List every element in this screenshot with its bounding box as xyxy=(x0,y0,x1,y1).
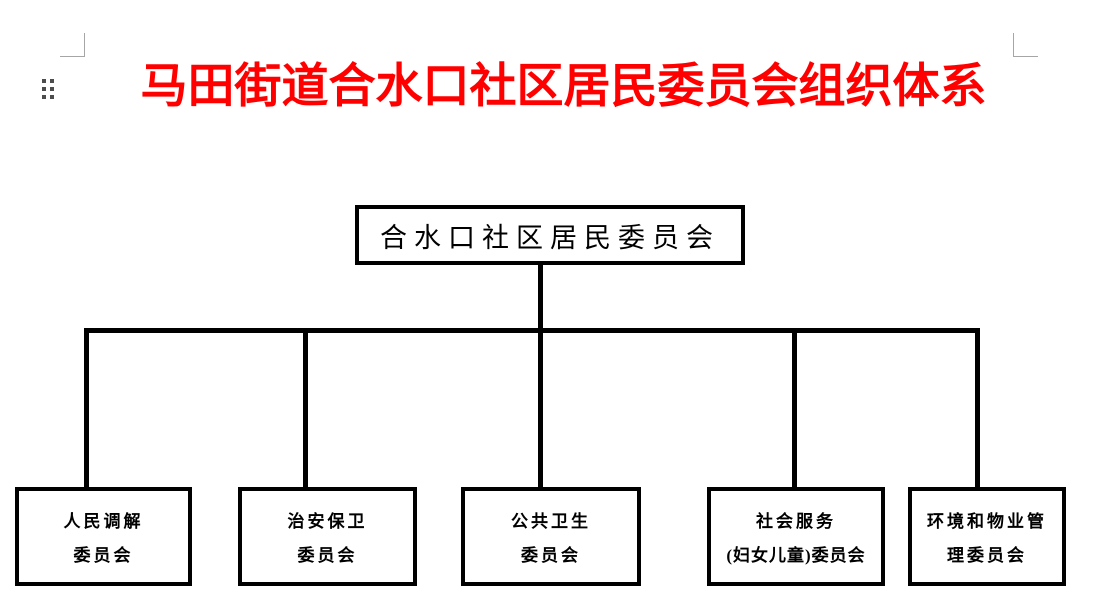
connector-drop-1 xyxy=(84,328,89,490)
connector-horizontal-rail xyxy=(84,328,980,333)
committee-box-social-services[interactable]: 社会服务 (妇女儿童)委员会 xyxy=(707,487,885,586)
text-boundary-corner-left xyxy=(60,33,85,57)
committee-box-environment-property[interactable]: 环境和物业管 理委员会 xyxy=(908,487,1066,586)
connector-root-stem xyxy=(538,265,543,491)
handle-dot xyxy=(50,79,54,83)
committee-label-line1: 环境和物业管 xyxy=(927,511,1047,531)
connector-drop-4 xyxy=(792,328,797,490)
handle-dot xyxy=(42,79,46,83)
committee-label-line2: 委员会 xyxy=(297,546,358,566)
committee-label-line1: 治安保卫 xyxy=(287,511,368,531)
text-boundary-corner-right xyxy=(1013,33,1038,57)
handle-dot xyxy=(42,95,46,99)
root-node-label: 合水口社区居民委员会 xyxy=(380,222,720,253)
committee-label-line2: 理委员会 xyxy=(947,546,1027,566)
page-title[interactable]: 马田街道合水口社区居民委员会组织体系 xyxy=(140,61,987,113)
handle-dot xyxy=(42,87,46,91)
committee-box-public-health[interactable]: 公共卫生 委员会 xyxy=(461,487,641,586)
committee-box-public-security[interactable]: 治安保卫 委员会 xyxy=(238,487,417,586)
committee-box-people-mediation[interactable]: 人民调解 委员会 xyxy=(15,487,192,586)
committee-label-line2: (妇女儿童)委员会 xyxy=(726,546,866,566)
handle-dot xyxy=(50,87,54,91)
move-handle-icon[interactable] xyxy=(42,79,54,99)
root-node-box[interactable]: 合水口社区居民委员会 xyxy=(355,205,745,265)
handle-dot xyxy=(50,95,54,99)
connector-drop-5 xyxy=(975,328,980,490)
committee-label-line2: 委员会 xyxy=(521,546,581,566)
connector-drop-2 xyxy=(303,328,308,490)
committee-label-line1: 公共卫生 xyxy=(511,511,591,531)
committee-label-line1: 人民调解 xyxy=(63,511,144,531)
committee-label-line2: 委员会 xyxy=(73,546,134,566)
committee-label-line1: 社会服务 xyxy=(756,511,836,531)
